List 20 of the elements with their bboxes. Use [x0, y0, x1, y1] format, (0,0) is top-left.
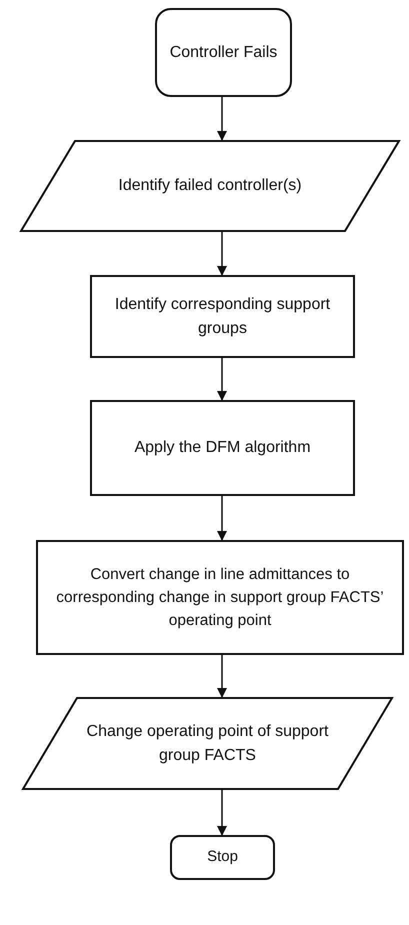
- node-text: Convert change in line admittances to corresponding change in support group FACTS’ operating point: [55, 564, 385, 632]
- input-output-parallelogram: [22, 697, 393, 790]
- node-text: Controller Fails: [168, 42, 278, 62]
- process-box: [90, 275, 355, 358]
- node-text: Identify failed controller(s): [117, 176, 303, 196]
- process-box: [36, 540, 404, 655]
- input-output-parallelogram: [20, 140, 400, 232]
- node-text: Change operating point of support group FACTS: [86, 722, 330, 766]
- process-box: [90, 400, 355, 496]
- arrow: [217, 790, 227, 836]
- arrow: [217, 358, 227, 401]
- arrow: [217, 97, 227, 141]
- node-text: Stop: [206, 847, 239, 868]
- node-text: Identify corresponding support groups: [114, 294, 332, 338]
- node-text: Apply the DFM algorithm: [133, 438, 312, 458]
- terminal-box: [155, 8, 292, 97]
- terminal-box: [170, 835, 275, 880]
- arrow: [217, 655, 227, 698]
- arrow: [217, 496, 227, 541]
- arrow: [217, 232, 227, 276]
